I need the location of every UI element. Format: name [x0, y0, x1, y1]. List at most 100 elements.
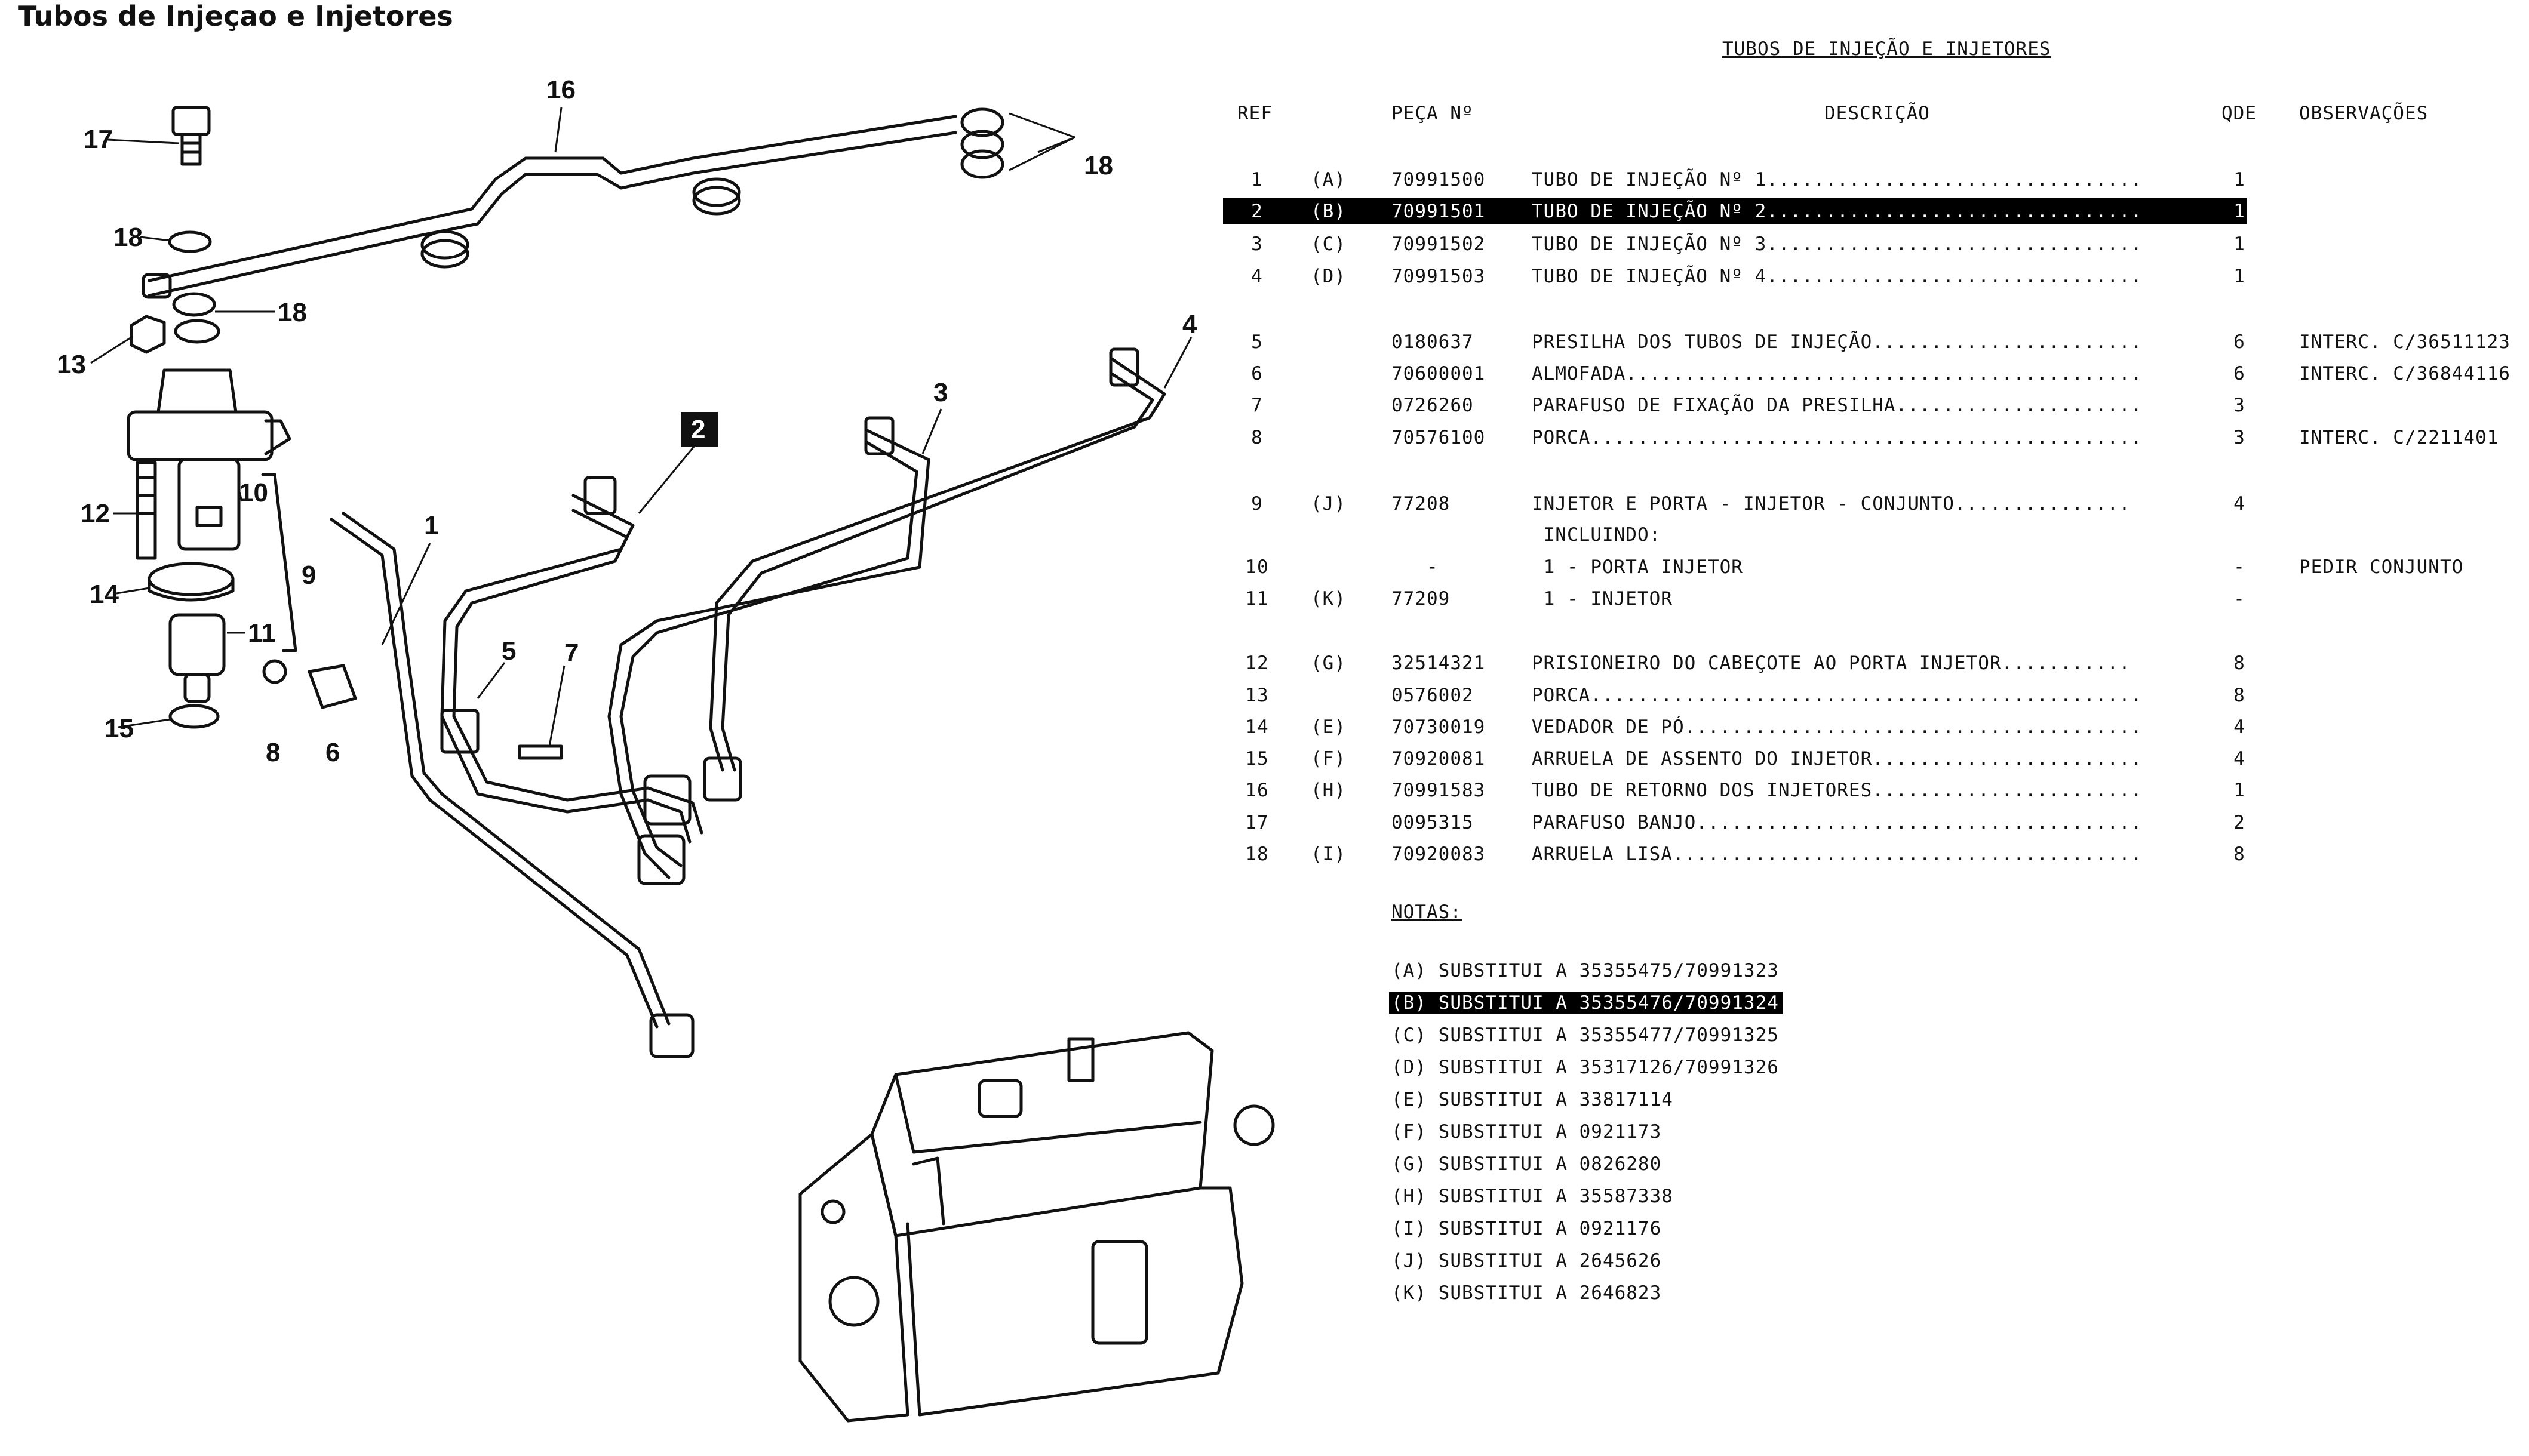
- row-description: TUBO DE INJEÇÃO Nº 1....................…: [1532, 169, 2143, 190]
- row-quantity: 4: [2233, 748, 2245, 769]
- callout-18-a: 18: [113, 223, 143, 252]
- return-pipe-drawing: [142, 107, 1004, 299]
- note-item: (C) SUBSTITUI A 35355477/70991325: [1391, 1024, 1779, 1046]
- note-item: (A) SUBSTITUI A 35355475/70991323: [1391, 960, 1779, 981]
- row-quantity: 4: [2233, 716, 2245, 738]
- note-item: (D) SUBSTITUI A 35317126/70991326: [1391, 1057, 1779, 1078]
- row-observation: PEDIR CONJUNTO: [2299, 556, 2464, 578]
- row-ref: 3: [1251, 233, 1263, 255]
- row-ref: 8: [1251, 427, 1263, 448]
- row-part-number: 0576002: [1391, 685, 1474, 706]
- row-quantity: -: [2233, 588, 2245, 610]
- row-note-letter: (H): [1311, 780, 1346, 801]
- row-description: PARAFUSO DE FIXAÇÃO DA PRESILHA.........…: [1532, 395, 2143, 416]
- row-part-number: 77208: [1391, 493, 1451, 515]
- table-row: 11 (K) 77209 1 - INJETOR -: [1230, 588, 2526, 614]
- row-description: INCLUINDO:: [1532, 524, 1661, 546]
- table-row: 3 (C) 70991502 TUBO DE INJEÇÃO Nº 3........…: [1230, 233, 2526, 260]
- row-part-number: 70920081: [1391, 748, 1486, 769]
- row-quantity: 4: [2233, 493, 2245, 515]
- header-ref: REF: [1237, 103, 1273, 124]
- row-note-letter: (J): [1311, 493, 1346, 515]
- row-note-letter: (E): [1311, 716, 1346, 738]
- page-title: Tubos de Injeçao e Injetores: [18, 0, 453, 32]
- row-part-number: 77209: [1391, 588, 1451, 610]
- row-quantity: 6: [2233, 363, 2245, 384]
- table-row: 13 0576002 PORCA..........................…: [1230, 685, 2526, 711]
- row-quantity: 8: [2233, 652, 2245, 674]
- row-part-number: 70991583: [1391, 780, 1486, 801]
- callout-3: 3: [933, 378, 948, 407]
- row-quantity: 8: [2233, 685, 2245, 706]
- note-item: (F) SUBSTITUI A 0921173: [1391, 1121, 1662, 1143]
- note-item: (G) SUBSTITUI A 0826280: [1391, 1153, 1662, 1175]
- row-note-letter: (C): [1311, 233, 1346, 255]
- row-description: TUBO DE INJEÇÃO Nº 4....................…: [1532, 266, 2143, 287]
- row-note-letter: (D): [1311, 266, 1346, 287]
- row-description: TUBO DE INJEÇÃO Nº 3....................…: [1532, 233, 2143, 255]
- row-description: PORCA...................................…: [1532, 427, 2143, 448]
- table-row: 18 (I) 70920083 ARRUELA LISA...............…: [1230, 844, 2526, 870]
- row-note-letter: (K): [1311, 588, 1346, 610]
- header-part: PEÇA Nº: [1391, 103, 1474, 124]
- row-ref: 7: [1251, 395, 1263, 416]
- row-ref: 11: [1245, 588, 1269, 610]
- callout-4: 4: [1182, 310, 1197, 339]
- row-quantity: 6: [2233, 331, 2245, 353]
- note-item: (I) SUBSTITUI A 0921176: [1391, 1218, 1662, 1239]
- callout-2: 2: [691, 415, 705, 444]
- row-note-letter: (G): [1311, 652, 1346, 674]
- callout-13: 13: [57, 350, 86, 379]
- row-description: ARRUELA LISA............................…: [1532, 844, 2143, 865]
- callout-18-c: 18: [1084, 151, 1113, 180]
- note-item: (H) SUBSTITUI A 35587338: [1391, 1186, 1673, 1207]
- row-ref: 6: [1251, 363, 1263, 384]
- row-ref: 18: [1245, 844, 1269, 865]
- exploded-parts-diagram: 17 18 18 13 10 12 9 14 11 15 8 6 16 18 1…: [57, 75, 1275, 1423]
- row-ref: 12: [1245, 652, 1269, 674]
- row-note-letter: (B): [1311, 201, 1346, 222]
- header-description: DESCRIÇÃO: [1824, 103, 1930, 124]
- row-part-number: 70920083: [1391, 844, 1486, 865]
- row-description: TUBO DE RETORNO DOS INJETORES...........…: [1532, 780, 2143, 801]
- banjo-bolt-drawing: [171, 106, 211, 166]
- row-description: 1 - INJETOR: [1532, 588, 1673, 610]
- row-observation: INTERC. C/2211401: [2299, 427, 2499, 448]
- row-part-number: 70991502: [1391, 233, 1486, 255]
- row-ref: 13: [1245, 685, 1269, 706]
- callout-16: 16: [546, 75, 576, 104]
- callout-18-b: 18: [278, 298, 307, 327]
- note-item: (K) SUBSTITUI A 2646823: [1391, 1282, 1662, 1304]
- row-description: PRISIONEIRO DO CABEÇOTE AO PORTA INJETOR…: [1532, 652, 2131, 674]
- row-description: PORCA...................................…: [1532, 685, 2143, 706]
- row-quantity: 3: [2233, 395, 2245, 416]
- row-part-number: 70991500: [1391, 169, 1486, 190]
- injection-pump-drawing: [798, 1031, 1275, 1423]
- callout-14: 14: [90, 580, 119, 609]
- row-note-letter: (A): [1311, 169, 1346, 190]
- note-item: (J) SUBSTITUI A 2645626: [1391, 1250, 1662, 1272]
- callout-9: 9: [302, 561, 316, 590]
- row-description: VEDADOR DE PÓ...........................…: [1532, 716, 2143, 738]
- row-ref: 10: [1245, 556, 1269, 578]
- table-row: INCLUINDO:: [1230, 524, 2526, 550]
- callout-15: 15: [105, 714, 134, 743]
- row-note-letter: (I): [1311, 844, 1346, 865]
- row-description: PARAFUSO BANJO..........................…: [1532, 812, 2143, 833]
- row-quantity: 1: [2233, 233, 2245, 255]
- row-observation: INTERC. C/36844116: [2299, 363, 2510, 384]
- row-quantity: 1: [2233, 169, 2245, 190]
- row-part-number: 0095315: [1391, 812, 1474, 833]
- table-row: 10 - 1 - PORTA INJETOR-PEDIR CONJUNTO: [1230, 556, 2526, 583]
- callout-8: 8: [266, 738, 280, 767]
- row-ref: 14: [1245, 716, 1269, 738]
- note-item: (E) SUBSTITUI A 33817114: [1391, 1089, 1673, 1110]
- callout-17: 17: [84, 125, 113, 154]
- header-qty: QDE: [2221, 103, 2257, 124]
